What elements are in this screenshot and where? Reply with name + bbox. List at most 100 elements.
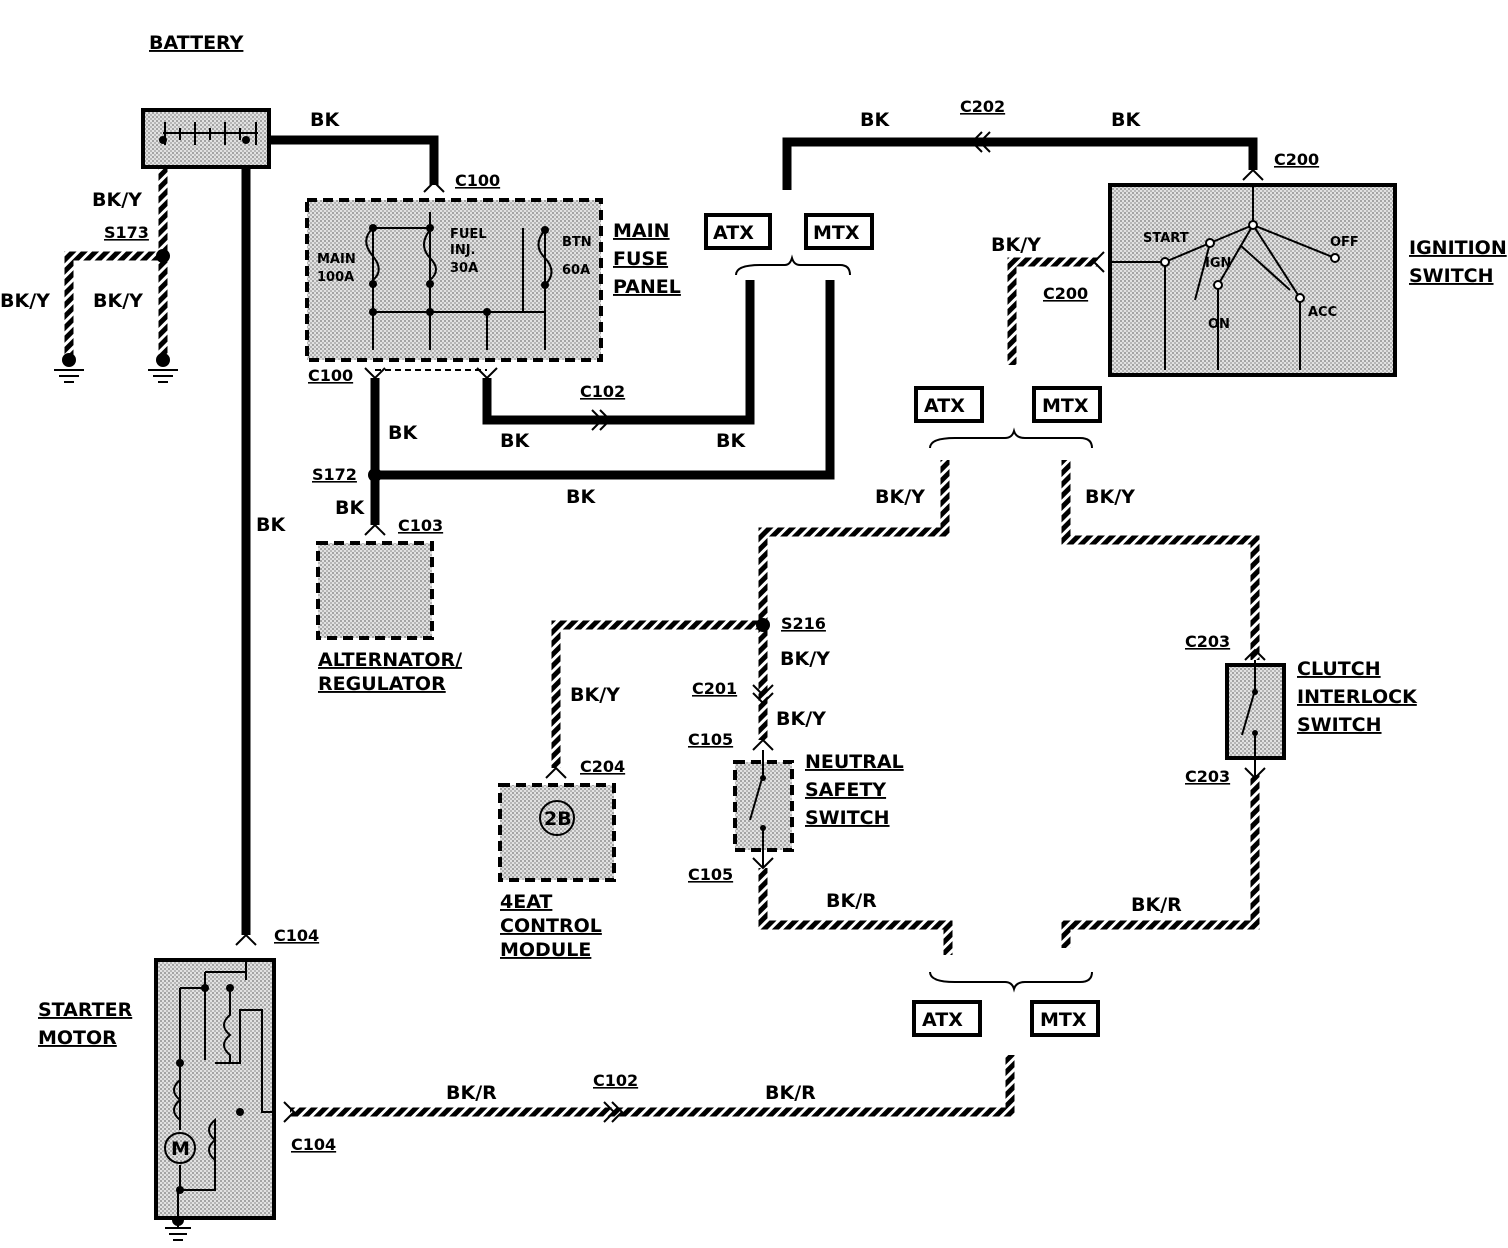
wire-c202-to-ignition — [782, 137, 1258, 190]
selector-middle-mtx: MTX — [1042, 395, 1089, 417]
motor-symbol: M — [171, 1138, 190, 1160]
label-c104-side: C104 — [291, 1135, 336, 1154]
wire-label-bky: BK/Y — [776, 708, 826, 730]
c201-symbol — [752, 684, 774, 705]
splice-s173 — [156, 249, 170, 263]
label-c200-top: C200 — [1274, 150, 1319, 169]
label-c204: C204 — [580, 757, 625, 776]
wire-label-bkr: BK/R — [826, 890, 877, 912]
label-c105-bottom: C105 — [688, 865, 733, 884]
selector-bottom — [912, 971, 1100, 1037]
ignition-internal — [1110, 185, 1336, 370]
label-c105-top: C105 — [688, 730, 733, 749]
label-c103: C103 — [398, 516, 443, 535]
wire-battery-to-fuse-panel — [268, 135, 439, 185]
wire-label-bk: BK — [860, 109, 890, 131]
motor-symbol-circle — [164, 1132, 196, 1164]
label-c100-top: C100 — [455, 171, 500, 190]
wire-label-bk: BK — [310, 109, 340, 131]
neutral-title-1: NEUTRAL — [805, 751, 904, 773]
4eat-title-2: CONTROL — [500, 915, 602, 937]
c104-side-symbol — [283, 1101, 296, 1123]
starter-title-2: MOTOR — [38, 1027, 117, 1049]
wire-label-bky: BK/Y — [1085, 486, 1135, 508]
label-s173: S173 — [104, 223, 149, 242]
c104-top-symbol — [235, 933, 257, 946]
wire-s172-to-mtx — [375, 280, 835, 480]
ignition-on: ON — [1208, 317, 1230, 332]
wire-starter-bkr — [290, 1055, 1015, 1117]
wire-label-bk: BK — [335, 497, 365, 519]
alternator-box — [316, 541, 434, 640]
selector-middle — [914, 386, 1102, 449]
selector-top-atx: ATX — [713, 222, 754, 244]
wire-label-bk: BK — [1111, 109, 1141, 131]
clutch-title-1: CLUTCH — [1297, 658, 1381, 680]
ignition-acc: ACC — [1308, 305, 1337, 320]
wire-label-bk: BK — [388, 422, 418, 444]
alternator-title-2: REGULATOR — [318, 673, 446, 695]
c202-symbol — [970, 131, 991, 153]
wire-clutch-out — [1061, 775, 1260, 948]
selector-top-mtx: MTX — [813, 222, 860, 244]
fuse-fuel-rating: 30A — [450, 261, 478, 276]
4eat-title-3: MODULE — [500, 939, 591, 961]
wire-label-bk: BK — [500, 430, 530, 452]
label-c203-bottom: C203 — [1185, 767, 1230, 786]
label-c200-side: C200 — [1043, 284, 1088, 303]
label-s216: S216 — [781, 614, 826, 633]
c105-bottom-symbol — [752, 857, 774, 870]
wire-label-bky: BK/Y — [0, 290, 50, 312]
wire-label-bky: BK/Y — [570, 684, 620, 706]
label-c102-top: C102 — [580, 382, 625, 401]
ignition-off: OFF — [1330, 235, 1359, 250]
c203-top-symbol — [1244, 648, 1266, 661]
wire-label-bk: BK — [716, 430, 746, 452]
4eat-symbol: 2B — [544, 808, 572, 830]
fuse-main-rating: 100A — [317, 270, 354, 285]
4eat-title-1: 4EAT — [500, 891, 552, 913]
label-c102-bottom: C102 — [593, 1071, 638, 1090]
neutral-title-2: SAFETY — [805, 779, 886, 801]
label-c203-top: C203 — [1185, 632, 1230, 651]
c204-symbol — [545, 766, 567, 779]
main-fuse-panel-title-3: PANEL — [613, 276, 681, 298]
selector-bottom-mtx: MTX — [1040, 1009, 1087, 1031]
ignition-title-1: IGNITION — [1409, 237, 1507, 259]
wire-label-bky: BK/Y — [93, 290, 143, 312]
clutch-title-3: SWITCH — [1297, 714, 1382, 736]
main-fuse-panel-box — [305, 198, 603, 362]
c105-top-symbol — [752, 738, 774, 751]
ignition-start: START — [1143, 231, 1189, 246]
main-fuse-panel-title-1: MAIN — [613, 220, 670, 242]
fuse-btn-rating: 60A — [562, 263, 590, 278]
wire-neutral-out — [758, 868, 953, 955]
ignition-title-2: SWITCH — [1409, 265, 1494, 287]
c200-top-symbol — [1242, 168, 1264, 181]
label-c202: C202 — [960, 97, 1005, 116]
wire-label-bky: BK/Y — [92, 189, 142, 211]
starter-title-1: STARTER — [38, 999, 133, 1021]
fuse-btn-label: BTN — [562, 235, 592, 250]
ground-symbol — [54, 353, 84, 383]
wire-label-bk: BK — [566, 486, 596, 508]
wire-ignition-out — [1007, 257, 1098, 365]
wire-label-bkr: BK/R — [1131, 894, 1182, 916]
label-c201: C201 — [692, 679, 737, 698]
4eat-module-box — [498, 783, 616, 882]
fuse-fuel-label2: INJ. — [450, 243, 476, 258]
wire-label-bk: BK — [256, 514, 286, 536]
wire-s216-to-4eat — [551, 620, 763, 768]
c200-side-symbol — [1092, 251, 1105, 273]
c203-bottom-symbol — [1244, 767, 1266, 780]
wire-label-bkr: BK/R — [765, 1082, 816, 1104]
battery-cells — [163, 122, 258, 145]
c102-top-symbol — [591, 409, 612, 431]
c103-symbol — [364, 523, 386, 536]
selector-bottom-atx: ATX — [922, 1009, 963, 1031]
alternator-title-1: ALTERNATOR/ — [318, 649, 462, 671]
wire-label-bky: BK/Y — [780, 648, 830, 670]
label-c104-top: C104 — [274, 926, 319, 945]
wire-fuse-to-atx — [482, 280, 755, 425]
